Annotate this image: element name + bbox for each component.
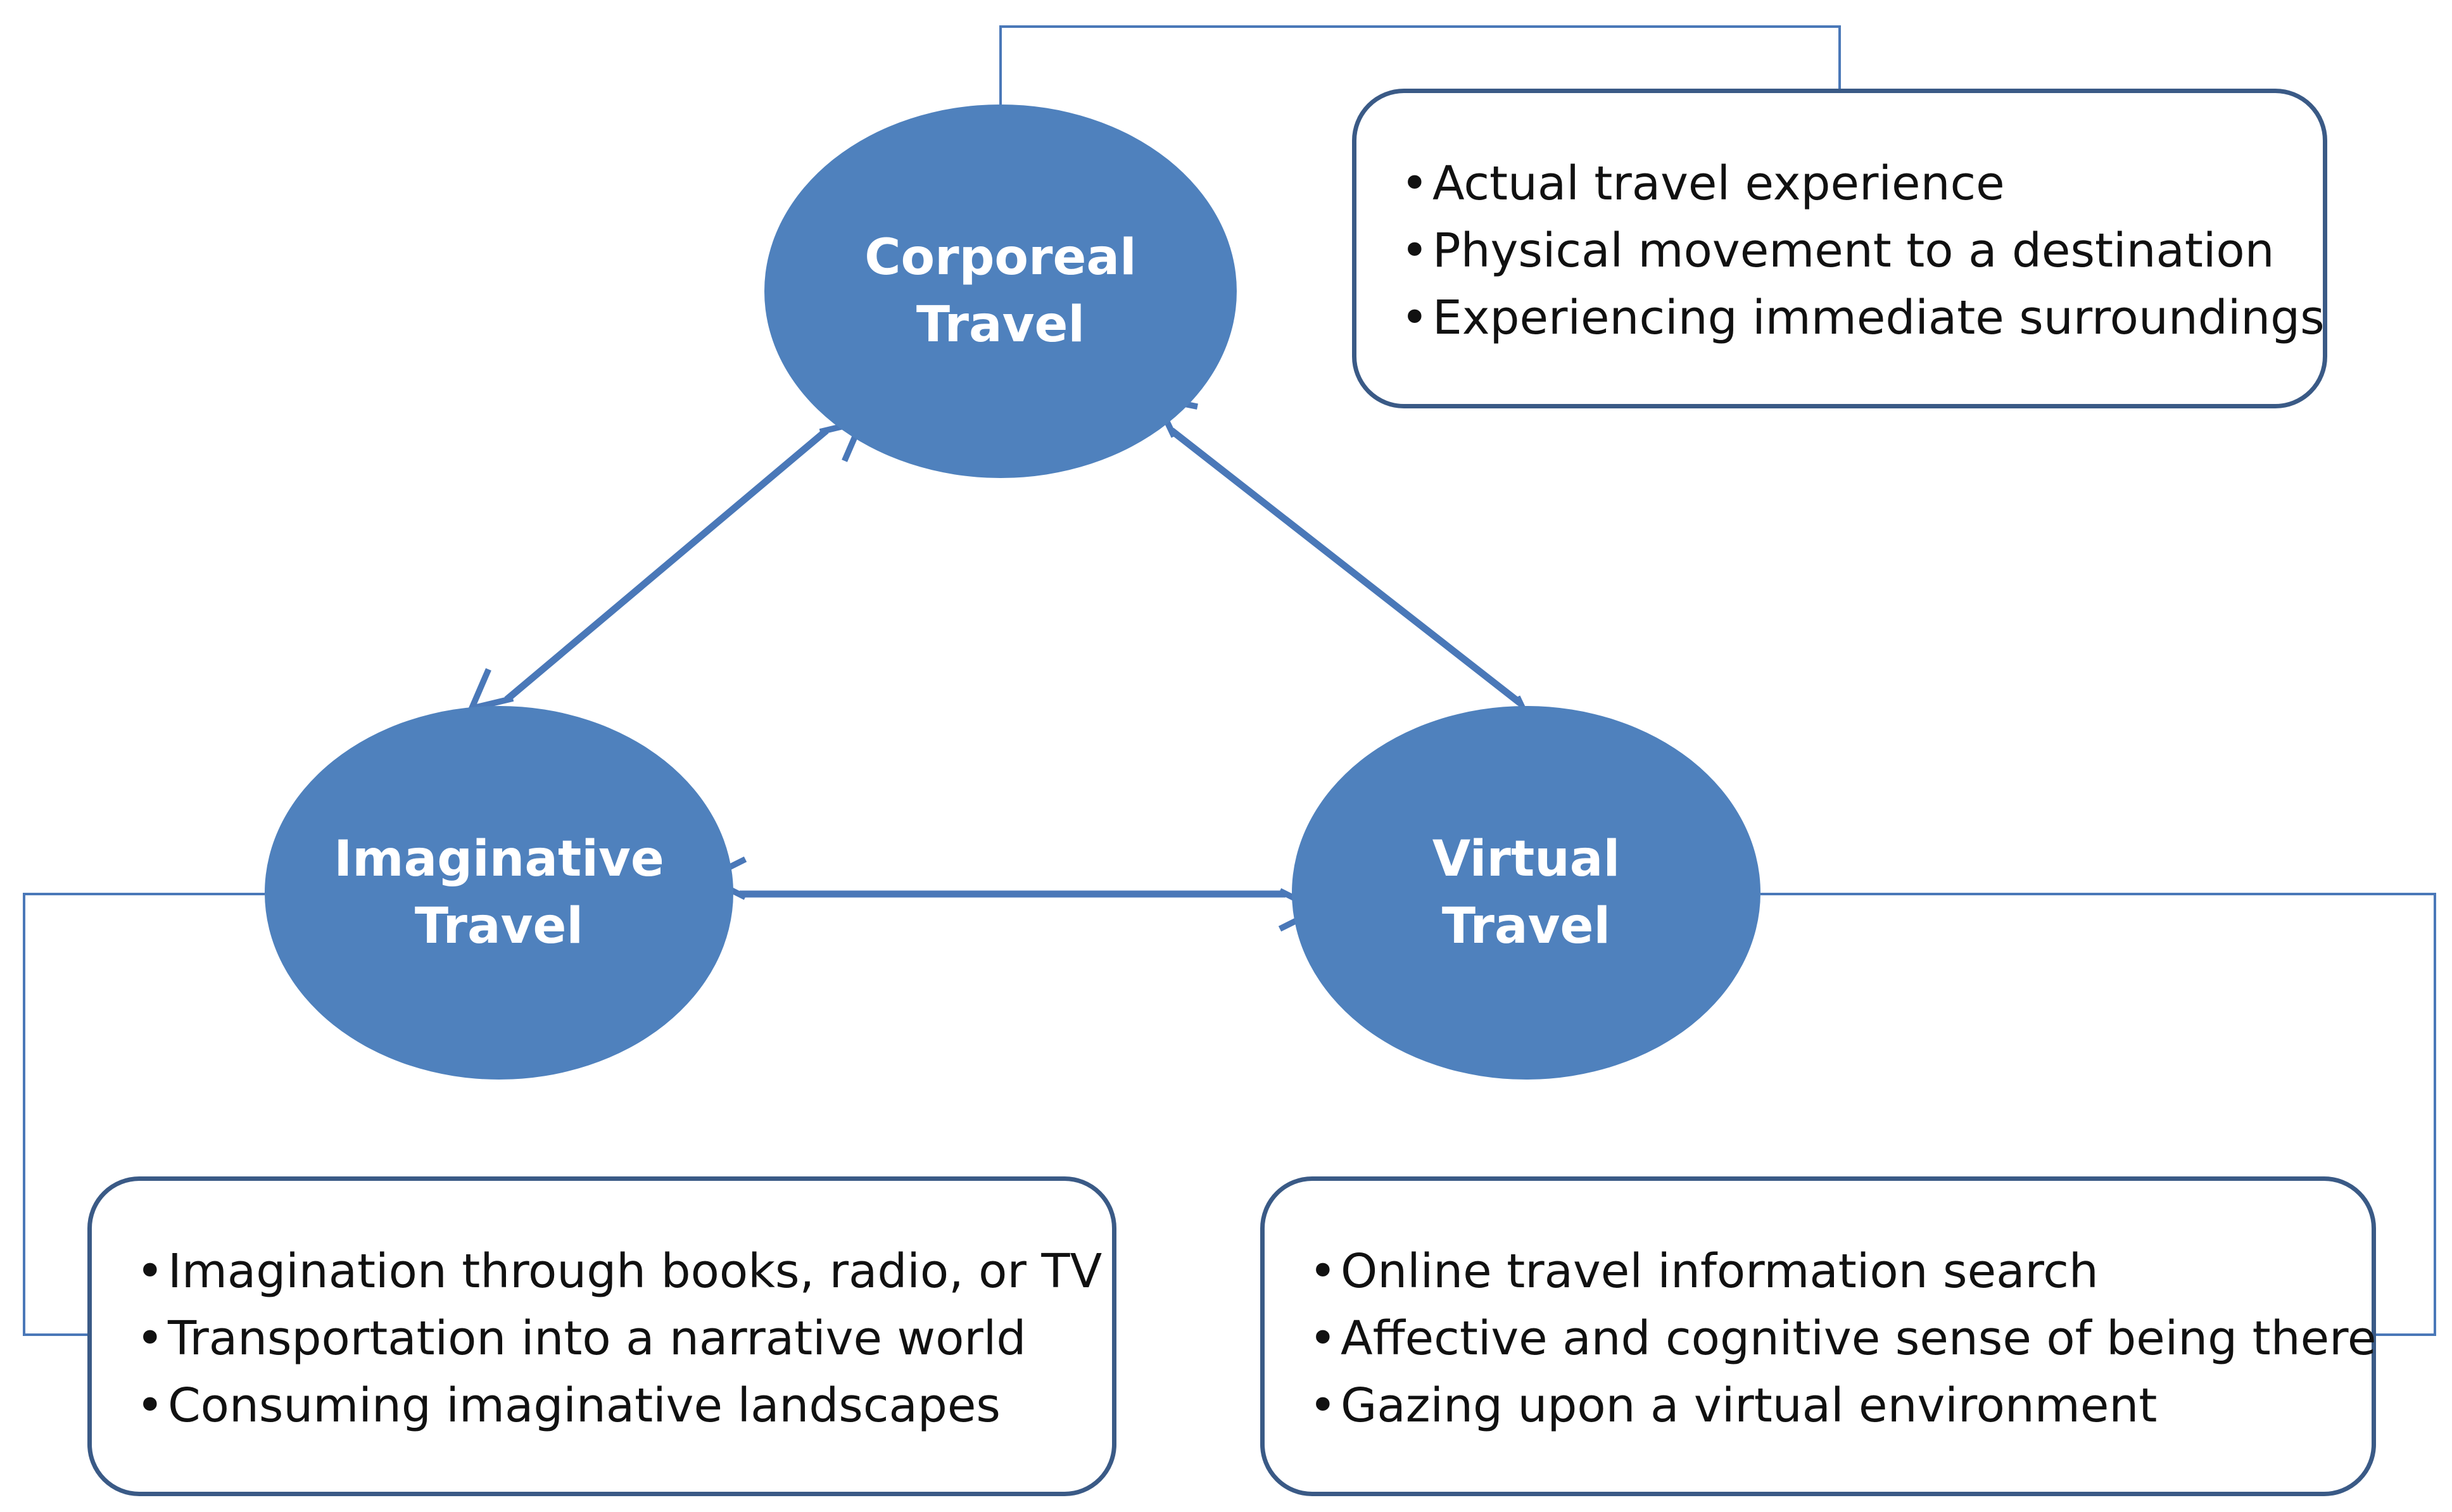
list-item: •Transportation into a narrative world (136, 1305, 1112, 1372)
imaginative-travel-node: Imaginative Travel (265, 706, 733, 1080)
virtual-info-list: •Online travel information search •Affec… (1309, 1238, 2376, 1439)
virtual-travel-label: Virtual Travel (1432, 831, 1621, 955)
arrow-corporeal-virtual (1150, 394, 1541, 740)
virtual-travel-node: Virtual Travel (1292, 706, 1760, 1080)
list-item-text: Online travel information search (1341, 1244, 2099, 1299)
connector-corporeal-box (999, 25, 1841, 104)
list-item: •Actual travel experience (1401, 150, 2323, 217)
virtual-info-box: •Online travel information search •Affec… (1260, 1176, 2376, 1496)
list-item-text: Affective and cognitive sense of being t… (1341, 1311, 2377, 1366)
corporeal-travel-node: Corporeal Travel (764, 104, 1237, 478)
connector-virtual-box (1760, 893, 2436, 1336)
list-item-text: Gazing upon a virtual environment (1341, 1378, 2158, 1433)
imaginative-info-list: •Imagination through books, radio, or TV… (136, 1238, 1112, 1439)
list-item: •Consuming imaginative landscapes (136, 1372, 1112, 1439)
corporeal-travel-label: Corporeal Travel (864, 229, 1137, 353)
list-item: •Imagination through books, radio, or TV (136, 1238, 1112, 1305)
arrow-corporeal-imaginative (466, 417, 867, 713)
bullet-icon: • (1401, 224, 1429, 278)
connector-imaginative-box (23, 893, 265, 1336)
list-item: •Gazing upon a virtual environment (1309, 1372, 2372, 1439)
bullet-icon: • (1309, 1244, 1337, 1299)
list-item: •Online travel information search (1309, 1238, 2372, 1305)
list-item: •Experiencing immediate surroundings (1401, 284, 2325, 351)
list-item-text: Experiencing immediate surroundings (1432, 291, 2325, 345)
corporeal-info-list: •Actual travel experience •Physical move… (1401, 150, 2325, 351)
list-item: •Affective and cognitive sense of being … (1309, 1305, 2376, 1372)
list-item-text: Physical movement to a destination (1432, 224, 2275, 278)
list-item: •Physical movement to a destination (1401, 217, 2323, 284)
bullet-icon: • (136, 1244, 164, 1299)
list-item-text: Transportation into a narrative world (168, 1311, 1027, 1366)
list-item-text: Consuming imaginative landscapes (168, 1378, 1001, 1433)
bullet-icon: • (1309, 1311, 1337, 1366)
bullet-icon: • (136, 1311, 164, 1366)
imaginative-info-box: •Imagination through books, radio, or TV… (87, 1176, 1116, 1496)
imaginative-travel-label: Imaginative Travel (334, 831, 664, 955)
list-item-text: Imagination through books, radio, or TV (168, 1244, 1103, 1299)
corporeal-info-box: •Actual travel experience •Physical move… (1352, 89, 2327, 408)
list-item-text: Actual travel experience (1432, 156, 2005, 211)
bullet-icon: • (1309, 1378, 1337, 1433)
bullet-icon: • (1401, 291, 1429, 345)
bullet-icon: • (1401, 156, 1429, 211)
bullet-icon: • (136, 1378, 164, 1433)
